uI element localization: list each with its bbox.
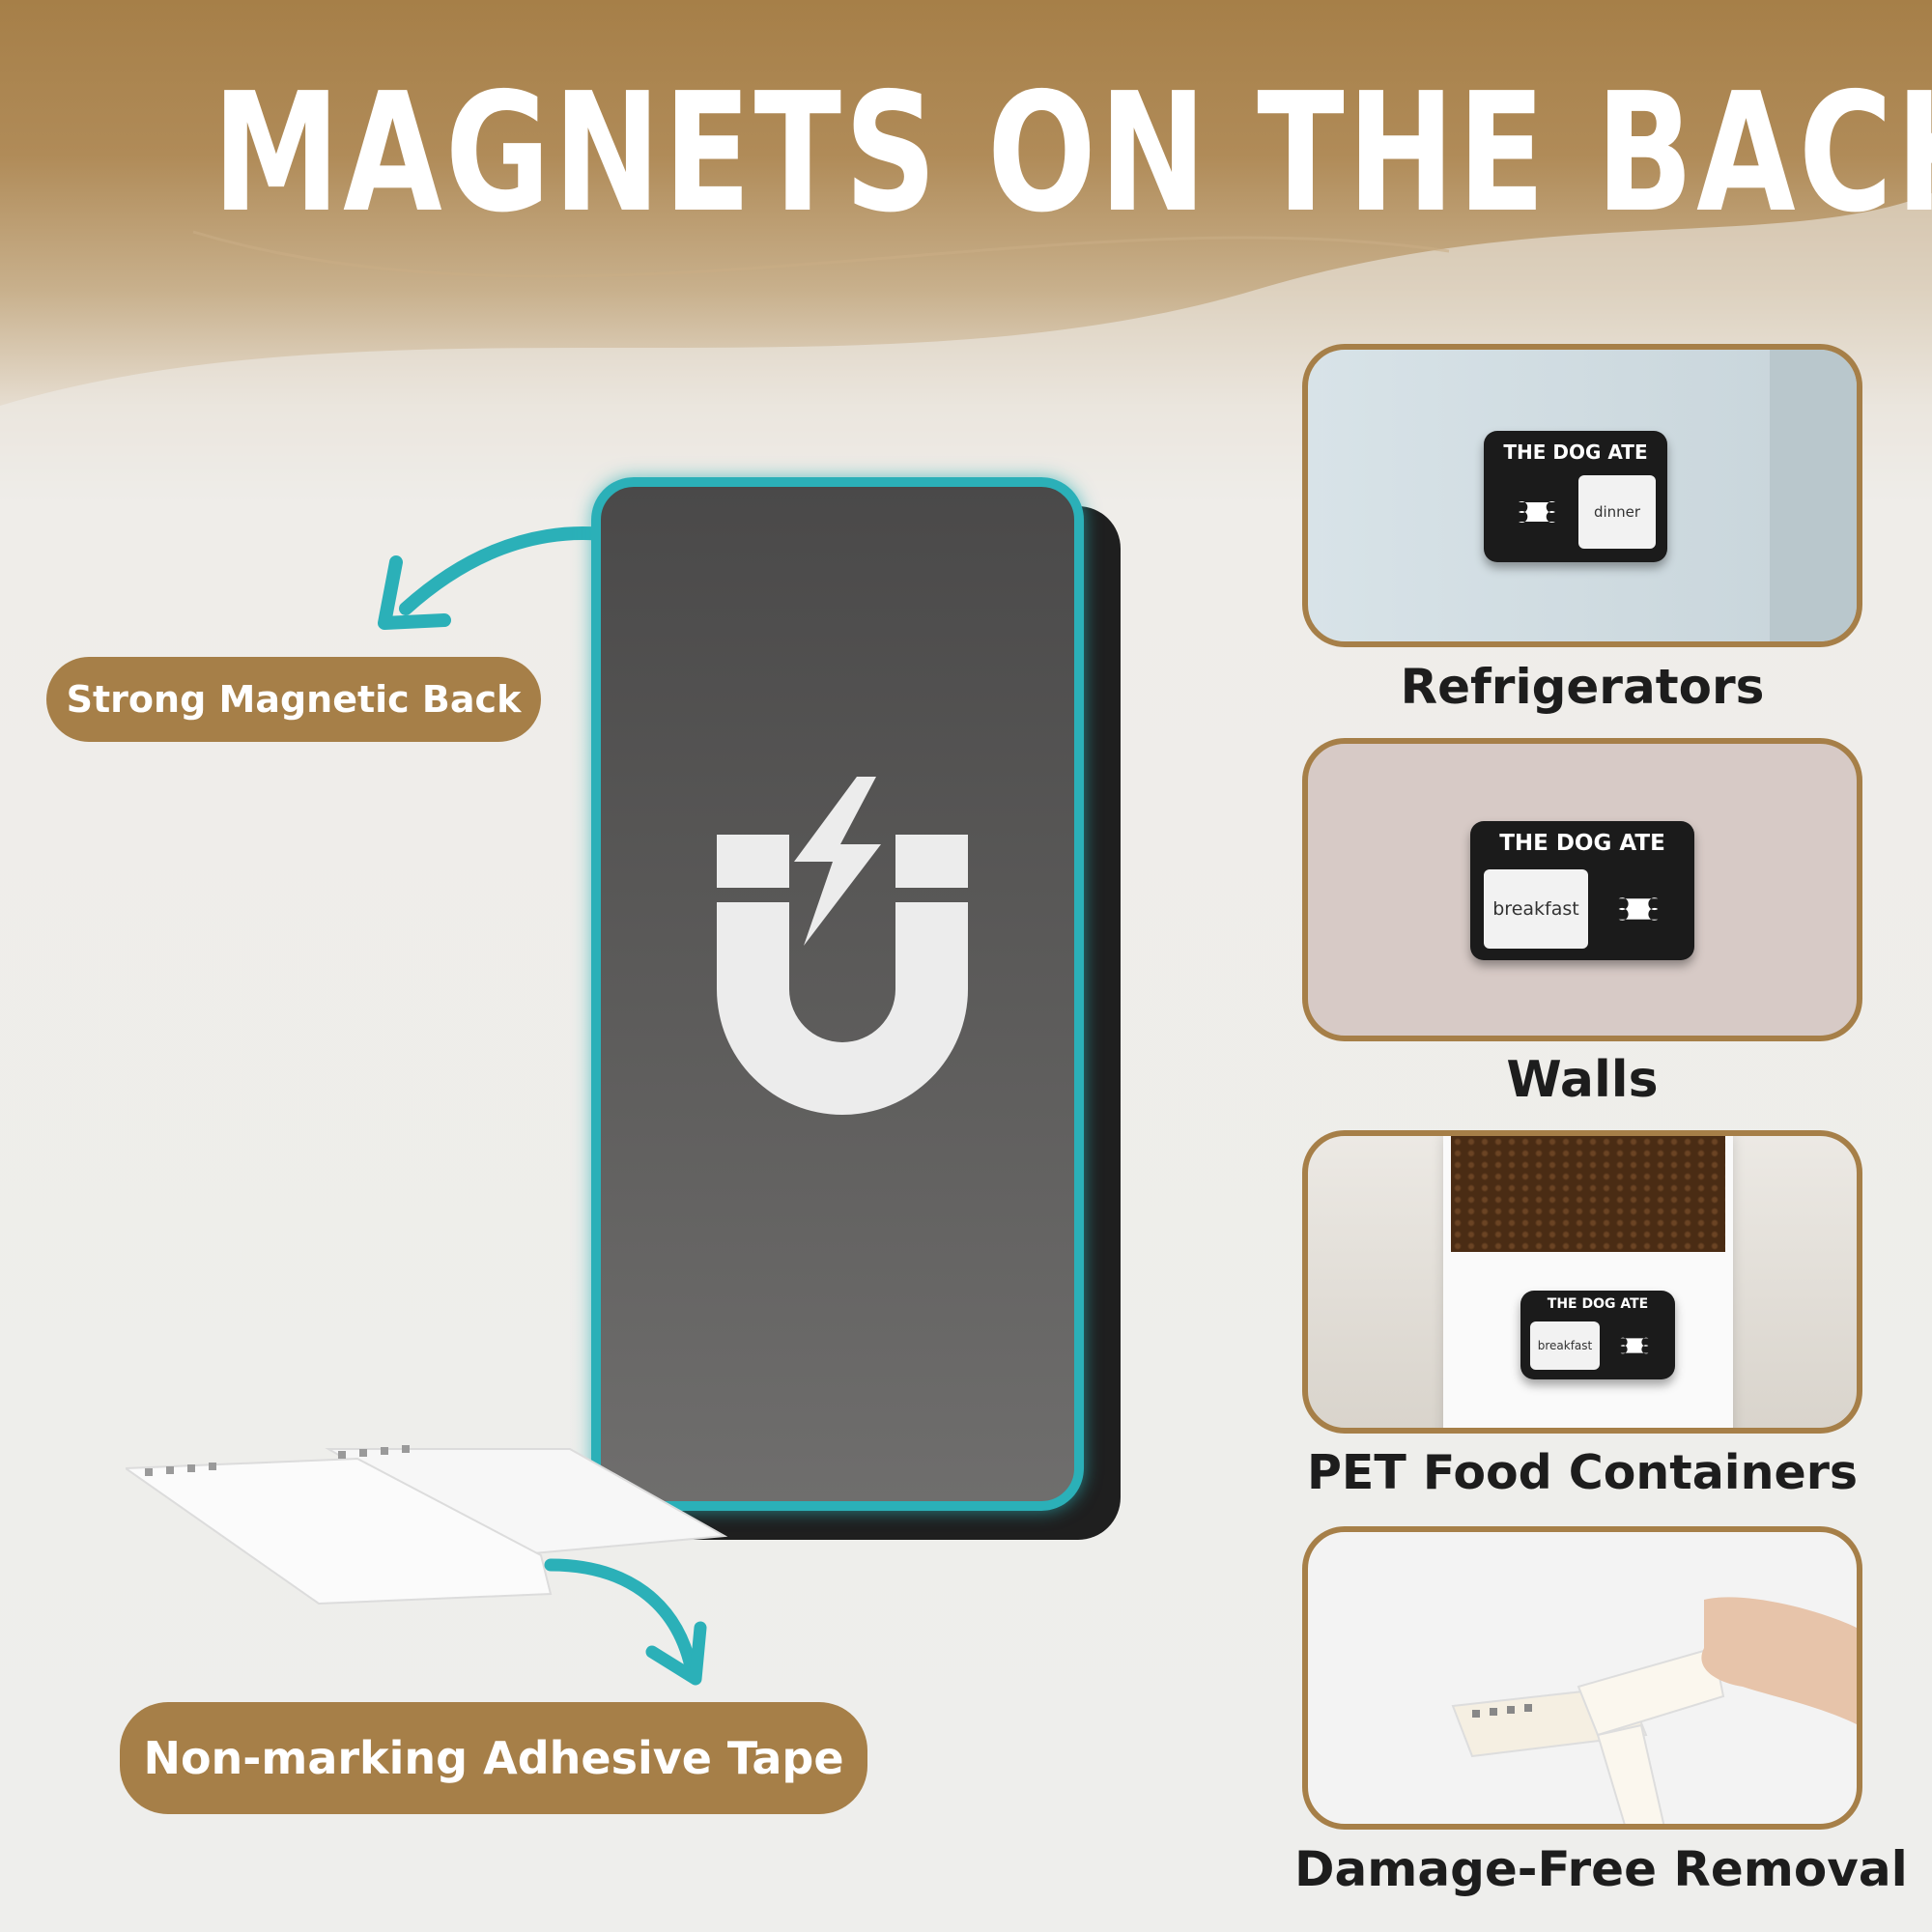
card-face: [591, 477, 1084, 1511]
use-tile-pet-food-container: THE DOG ATE breakfast: [1302, 1130, 1862, 1434]
dog-ate-sign: THE DOG ATE breakfast: [1520, 1291, 1675, 1379]
use-tile-removal: [1302, 1526, 1862, 1830]
use-tile-walls: THE DOG ATE breakfast: [1302, 738, 1862, 1041]
sign-value: dinner: [1578, 475, 1656, 549]
use-caption: PET Food Containers: [1306, 1445, 1859, 1500]
magnet-card: [591, 477, 1121, 1540]
use-caption: Damage-Free Removal: [1294, 1841, 1908, 1897]
sign-title: THE DOG ATE: [1499, 831, 1665, 856]
curved-arrow-icon: [544, 1558, 707, 1686]
page-title: MAGNETS ON THE BACK: [213, 58, 1932, 249]
adhesive-strip-peel: [1451, 1597, 1857, 1824]
magnet-bolt-icon: [717, 777, 968, 1115]
bone-icon: [1594, 869, 1683, 949]
bone-icon: [1499, 475, 1575, 549]
kibble-window: [1451, 1136, 1725, 1252]
sign-value: breakfast: [1530, 1321, 1600, 1370]
adhesive-tape-callout: Non-marking Adhesive Tape: [120, 1702, 867, 1814]
dog-ate-sign: THE DOG ATE dinner: [1484, 431, 1667, 562]
dog-ate-sign: THE DOG ATE breakfast: [1470, 821, 1694, 960]
bone-icon: [1604, 1321, 1665, 1370]
sign-title: THE DOG ATE: [1547, 1296, 1649, 1312]
fridge-door-edge: [1770, 350, 1857, 641]
use-caption: Refrigerators: [1400, 659, 1765, 715]
sign-title: THE DOG ATE: [1503, 440, 1648, 464]
use-caption: Walls: [1506, 1051, 1659, 1109]
magnetic-back-callout: Strong Magnetic Back: [46, 657, 541, 742]
use-tile-refrigerator: THE DOG ATE dinner: [1302, 344, 1862, 647]
sign-value: breakfast: [1484, 869, 1588, 949]
adhesive-strips: [126, 1445, 728, 1605]
